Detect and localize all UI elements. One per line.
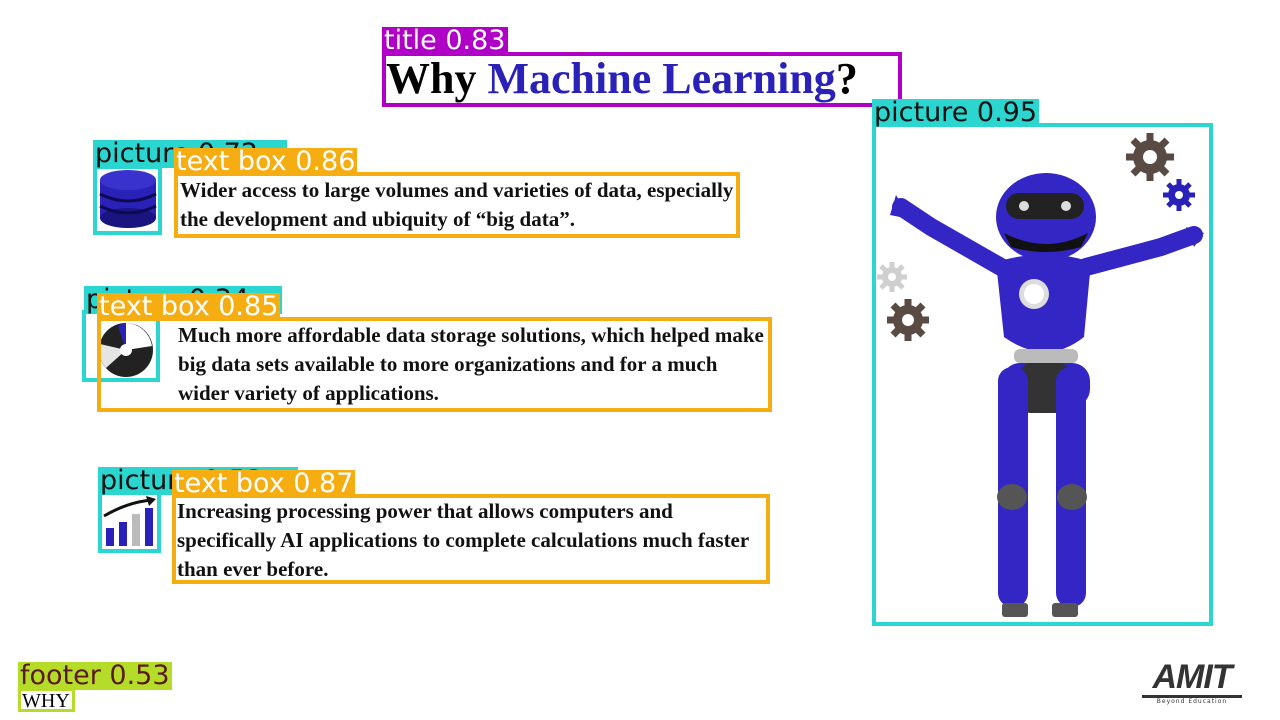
gear-icon — [1126, 133, 1174, 181]
detection-label-text-1: text box 0.86 — [174, 146, 358, 177]
point-text-2: Much more affordable data storage soluti… — [178, 323, 764, 405]
slide-title: Why Machine Learning? — [386, 54, 858, 104]
detection-label-title: title 0.83 — [382, 25, 508, 56]
amit-logo: AMIT Beyond Education — [1138, 658, 1246, 705]
footer-text: WHY — [22, 690, 70, 712]
detection-label-picture-robot: picture 0.95 — [872, 97, 1040, 128]
detection-box-title — [382, 52, 902, 107]
detection-box-picture-3 — [98, 491, 161, 553]
detection-box-picture-1 — [93, 165, 162, 235]
detection-box-text-2 — [97, 317, 772, 412]
growth-chart-icon — [103, 496, 156, 546]
gear-icon — [887, 299, 929, 341]
detection-label-text-3: text box 0.87 — [172, 468, 356, 499]
pie-chart-icon — [99, 323, 153, 377]
title-why: Why — [386, 54, 488, 103]
detection-label-text-2: text box 0.85 — [97, 291, 281, 322]
detection-box-text-3 — [172, 494, 770, 584]
database-icon — [99, 170, 157, 228]
point-text-1: Wider access to large volumes and variet… — [180, 178, 734, 231]
gear-icon — [877, 262, 907, 292]
gear-icon — [1163, 179, 1195, 211]
detection-box-footer — [18, 688, 75, 712]
amit-logo-text: AMIT — [1152, 658, 1232, 696]
title-machine-learning: Machine Learning — [487, 54, 836, 103]
detection-label-footer: footer 0.53 — [18, 660, 172, 691]
point-text-3: Increasing processing power that allows … — [177, 499, 749, 581]
title-question-mark: ? — [835, 54, 858, 103]
amit-logo-tagline: Beyond Education — [1156, 698, 1228, 705]
robot-illustration — [877, 133, 1204, 617]
detection-box-text-1 — [174, 172, 740, 238]
logo-underline — [1142, 695, 1242, 698]
detection-box-picture-robot — [872, 123, 1213, 626]
